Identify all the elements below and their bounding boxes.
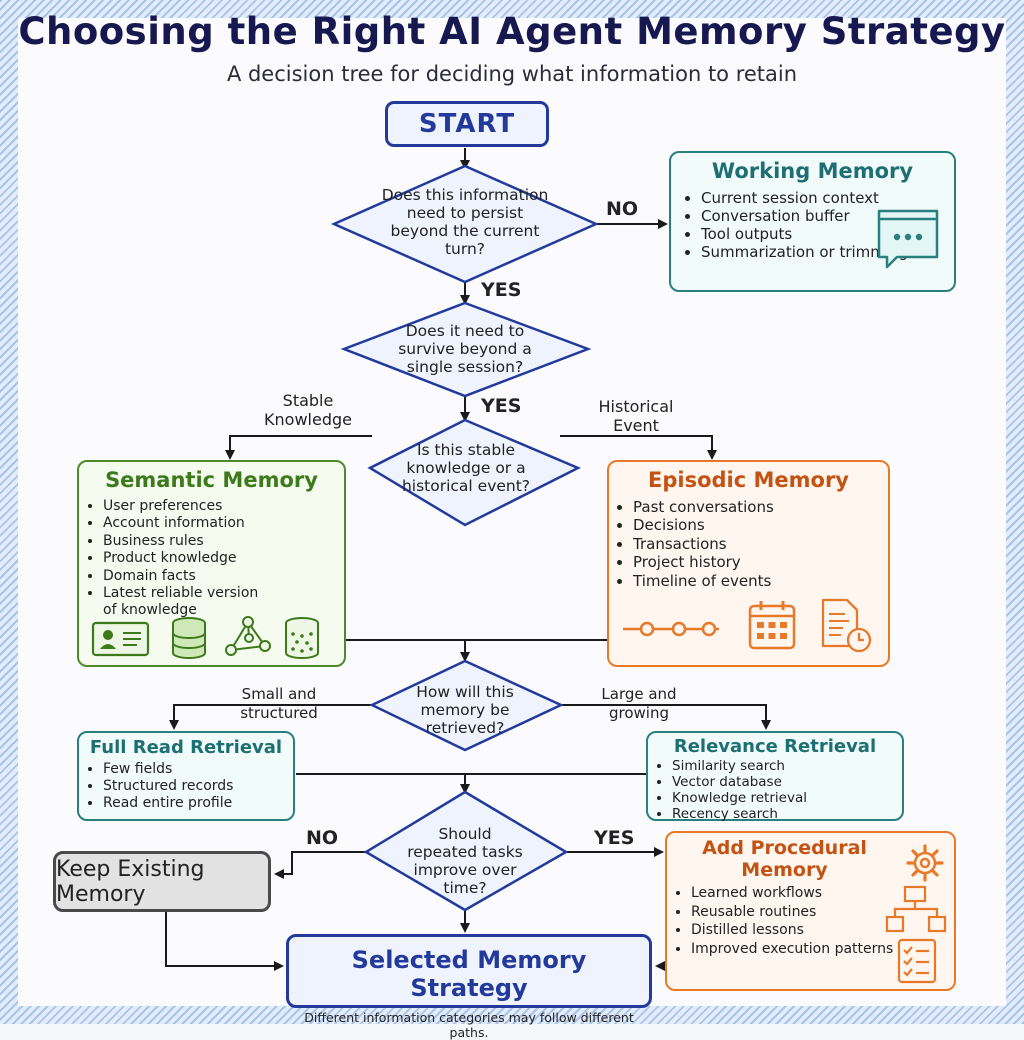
arrow-historical-event: [560, 435, 717, 460]
edge-label-repeated-no: NO: [306, 827, 339, 849]
start-node: START: [385, 101, 549, 147]
edge-label-persist-no: NO: [606, 198, 639, 220]
edge-label-repeated-yes: YES: [594, 827, 635, 849]
arrow-stable-knowledge: [225, 435, 372, 460]
working-memory-title: Working Memory: [711, 159, 914, 183]
selected-memory-strategy-box: Selected Memory Strategy Different infor…: [286, 934, 652, 1040]
procedural-item: Improved execution patterns: [691, 940, 954, 959]
decision-retrieval-text: How will this memory be retrieved?: [416, 683, 514, 737]
full-read-item: Few fields: [103, 761, 293, 778]
procedural-memory-title: Add Procedural Memory: [702, 837, 867, 881]
full-read-retrieval-title: Full Read Retrieval: [89, 737, 283, 758]
semantic-memory-item: Product knowledge: [103, 550, 344, 567]
procedural-item: Reusable routines: [691, 903, 954, 922]
edge-label-small-structured: Small and structured: [240, 685, 318, 722]
gear-icon: [906, 844, 944, 882]
working-memory-item: Conversation buffer: [701, 207, 954, 225]
diamond-repeated: [363, 790, 569, 912]
relevance-item: Recency search: [672, 806, 902, 822]
keep-existing-memory-box: Keep Existing Memory: [53, 851, 271, 912]
checklist-icon: [897, 938, 937, 984]
episodic-memory-title: Episodic Memory: [648, 468, 849, 492]
semantic-memory-item: Business rules: [103, 533, 344, 550]
selected-memory-strategy-title: Selected Memory Strategy: [351, 946, 587, 1002]
relevance-item: Knowledge retrieval: [672, 790, 902, 806]
arrow-small-structured: [169, 704, 372, 730]
page-subtitle: A decision tree for deciding what inform…: [226, 62, 798, 86]
database-icon: [172, 617, 206, 659]
relevance-retrieval-title: Relevance Retrieval: [673, 736, 877, 757]
relevance-retrieval-box: Relevance Retrieval Similarity search Ve…: [646, 731, 904, 822]
episodic-memory-item: Transactions: [633, 535, 888, 553]
semantic-memory-item: User preferences: [103, 498, 344, 515]
semantic-memory-item: Account information: [103, 515, 344, 532]
diamond-retrieval: [369, 659, 564, 752]
edge-label-persist-yes: YES: [481, 279, 522, 301]
profile-card-icon: [91, 621, 150, 657]
episodic-memory-item: Timeline of events: [633, 572, 888, 590]
procedural-memory-box: Add Procedural Memory Learned workflows …: [665, 831, 956, 991]
procedural-item: Distilled lessons: [691, 921, 954, 940]
arrow-keep-to-selected: [165, 912, 284, 971]
procedural-item: Learned workflows: [691, 884, 954, 903]
decision-persist-text: Does this information need to persist be…: [381, 186, 549, 258]
calendar-icon: [748, 601, 796, 650]
episodic-memory-box: Episodic Memory Past conversations Decis…: [607, 460, 890, 667]
semantic-memory-box: Semantic Memory User preferences Account…: [77, 460, 346, 667]
full-read-item: Read entire profile: [103, 795, 293, 812]
diamond-persist: [330, 164, 600, 284]
selected-memory-strategy-note: Different information categories may fol…: [304, 1010, 634, 1040]
full-read-retrieval-box: Full Read Retrieval Few fields Structure…: [77, 731, 295, 821]
edge-label-stable-knowledge: Stable Knowledge: [264, 391, 352, 429]
working-memory-item: Current session context: [701, 189, 954, 207]
working-memory-item: Tool outputs: [701, 225, 954, 243]
episodic-memory-item: Past conversations: [633, 498, 888, 516]
relevance-item: Vector database: [672, 774, 902, 790]
page-title: Choosing the Right AI Agent Memory Strat…: [18, 10, 1006, 53]
diamond-stable: [367, 418, 581, 527]
data-store-icon: [285, 617, 319, 659]
episodic-memory-item: Project history: [633, 553, 888, 571]
working-memory-box: Working Memory Current session context C…: [669, 151, 956, 292]
semantic-memory-item: Domain facts: [103, 568, 344, 585]
semantic-memory-title: Semantic Memory: [105, 468, 318, 492]
arrow-repeated-no: [274, 851, 372, 879]
decision-stable-text: Is this stable knowledge or a historical…: [401, 441, 531, 495]
workflow-icon: [885, 885, 947, 933]
decision-session-text: Does it need to survive beyond a single …: [398, 322, 532, 376]
full-read-item: Structured records: [103, 778, 293, 795]
decision-repeated-text: Should repeated tasks improve over time?: [407, 825, 523, 897]
timeline-icon: [623, 621, 719, 637]
document-clock-icon: [821, 598, 872, 653]
episodic-memory-item: Decisions: [633, 516, 888, 534]
edge-label-large-growing: Large and growing: [601, 685, 677, 722]
arrow-large-growing: [560, 704, 771, 730]
semantic-memory-item: Latest reliable version of knowledge: [103, 585, 273, 620]
working-memory-item: Summarization or trimming: [701, 243, 954, 261]
relevance-item: Similarity search: [672, 758, 902, 774]
chat-window-icon: [877, 209, 939, 269]
edge-label-historical-event: Historical Event: [598, 397, 674, 435]
edge-label-session-yes: YES: [481, 395, 522, 417]
network-graph-icon: [225, 616, 271, 656]
diamond-session: [340, 301, 592, 398]
